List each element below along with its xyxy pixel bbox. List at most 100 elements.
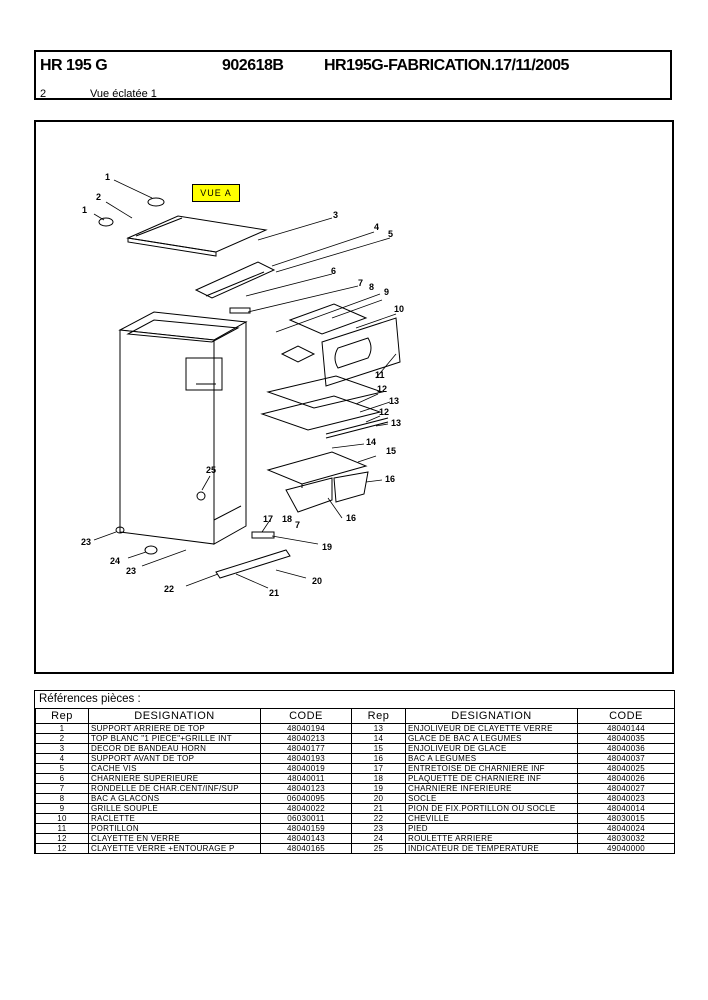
code-cell: 06030011 bbox=[260, 813, 352, 824]
page-number: 2 bbox=[40, 88, 47, 100]
callout-number: 20 bbox=[312, 576, 322, 586]
callout-number: 10 bbox=[394, 304, 404, 314]
code-cell: 48040024 bbox=[577, 823, 675, 834]
designation-cell: ENJOLIVEUR DE CLAYETTE VERRE bbox=[405, 723, 578, 734]
designation-cell: BAC A LEGUMES bbox=[405, 753, 578, 764]
callout-number: 18 bbox=[282, 514, 292, 524]
code-cell: 48040159 bbox=[260, 823, 352, 834]
parts-table: Rep DESIGNATION CODE Rep DESIGNATION COD… bbox=[35, 708, 675, 854]
rep-cell: 6 bbox=[35, 773, 89, 784]
callout-number: 3 bbox=[333, 210, 338, 220]
cabinet-drawing bbox=[118, 311, 248, 545]
hinge-drawing bbox=[194, 261, 276, 314]
column-header: CODE bbox=[577, 708, 675, 724]
exploded-view-drawing: 1 2 1 3 4 5 6 7 8 9 10 11 12 13 12 13 14… bbox=[81, 172, 404, 598]
code-cell: 48040022 bbox=[260, 803, 352, 814]
column-header: Rep bbox=[351, 708, 406, 724]
code-cell: 48040213 bbox=[260, 733, 352, 744]
rep-cell: 10 bbox=[35, 813, 89, 824]
code-cell: 48040019 bbox=[260, 763, 352, 774]
designation-cell: CHARNIERE INFERIEURE bbox=[405, 783, 578, 794]
callout-number: 6 bbox=[331, 266, 336, 276]
code-cell: 48040011 bbox=[260, 773, 352, 784]
callout-number: 24 bbox=[110, 556, 120, 566]
crisper-drawing bbox=[285, 471, 369, 513]
callout-number: 4 bbox=[374, 222, 379, 232]
rep-cell: 22 bbox=[351, 813, 406, 824]
rep-cell: 12 bbox=[35, 833, 89, 844]
code-cell: 48040025 bbox=[577, 763, 675, 774]
exploded-view-diagram: 1 2 1 3 4 5 6 7 8 9 10 11 12 13 12 13 14… bbox=[34, 120, 674, 674]
designation-cell: GLACE DE BAC A LEGUMES bbox=[405, 733, 578, 744]
rep-cell: 2 bbox=[35, 733, 89, 744]
leader-lines bbox=[93, 179, 397, 589]
designation-cell: ROULETTE ARRIERE bbox=[405, 833, 578, 844]
callout-number: 7 bbox=[358, 278, 363, 288]
designation-cell: CLAYETTE EN VERRE bbox=[88, 833, 261, 844]
rep-cell: 12 bbox=[35, 843, 89, 854]
rep-cell: 13 bbox=[351, 723, 406, 734]
callout-number: 8 bbox=[369, 282, 374, 292]
designation-cell: BAC A GLACONS bbox=[88, 793, 261, 804]
code-cell: 48040165 bbox=[260, 843, 352, 854]
code-cell: 48040177 bbox=[260, 743, 352, 754]
rep-cell: 15 bbox=[351, 743, 406, 754]
rep-cell: 9 bbox=[35, 803, 89, 814]
freezer-parts-drawing bbox=[280, 303, 401, 387]
code-cell: 48040037 bbox=[577, 753, 675, 764]
code-cell: 48040026 bbox=[577, 773, 675, 784]
callout-number: 17 bbox=[263, 514, 273, 524]
code-cell: 48040194 bbox=[260, 723, 352, 734]
column-header: Rep bbox=[35, 708, 89, 724]
designation-cell: DECOR DE BANDEAU HORN bbox=[88, 743, 261, 754]
rep-cell: 1 bbox=[35, 723, 89, 734]
rep-cell: 7 bbox=[35, 783, 89, 794]
plinth-drawing bbox=[115, 526, 291, 579]
callout-number: 22 bbox=[164, 584, 174, 594]
code-cell: 48030015 bbox=[577, 813, 675, 824]
designation-cell: TOP BLANC "1 PIECE"+GRILLE INT bbox=[88, 733, 261, 744]
callout-number: 1 bbox=[105, 172, 110, 182]
callout-number: 9 bbox=[384, 287, 389, 297]
column-header: CODE bbox=[260, 708, 352, 724]
parts-reference-table: Références pièces : Rep DESIGNATION CODE… bbox=[34, 690, 675, 854]
rep-cell: 18 bbox=[351, 773, 406, 784]
callout-number: 12 bbox=[377, 384, 387, 394]
callout-number: 13 bbox=[391, 418, 401, 428]
callout-number: 12 bbox=[379, 407, 389, 417]
code-cell: 48040143 bbox=[260, 833, 352, 844]
designation-cell: SOCLE bbox=[405, 793, 578, 804]
callout-number: 2 bbox=[96, 192, 101, 202]
code-cell: 48040144 bbox=[577, 723, 675, 734]
rep-cell: 17 bbox=[351, 763, 406, 774]
rep-cell: 23 bbox=[351, 823, 406, 834]
designation-cell: SUPPORT ARRIERE DE TOP bbox=[88, 723, 261, 734]
designation-cell: ENJOLIVEUR DE GLACE bbox=[405, 743, 578, 754]
designation-cell: CHEVILLE bbox=[405, 813, 578, 824]
callout-number: 16 bbox=[385, 474, 395, 484]
view-a-label: VUE A bbox=[192, 184, 240, 202]
rep-cell: 5 bbox=[35, 763, 89, 774]
callout-number: 13 bbox=[389, 396, 399, 406]
callout-number: 15 bbox=[386, 446, 396, 456]
rep-cell: 14 bbox=[351, 733, 406, 744]
designation-cell: PIED bbox=[405, 823, 578, 834]
rep-cell: 24 bbox=[351, 833, 406, 844]
callout-number: 5 bbox=[388, 229, 393, 239]
callout-number: 23 bbox=[81, 537, 91, 547]
code-cell: 48040035 bbox=[577, 733, 675, 744]
rep-cell: 16 bbox=[351, 753, 406, 764]
code-cell: 48040036 bbox=[577, 743, 675, 754]
rep-cell: 3 bbox=[35, 743, 89, 754]
column-header: DESIGNATION bbox=[405, 708, 578, 724]
